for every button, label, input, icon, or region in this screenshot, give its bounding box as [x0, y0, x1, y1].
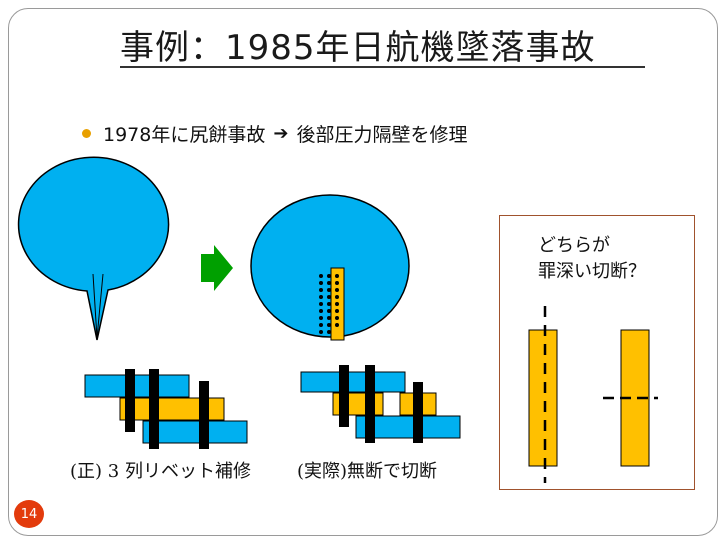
vertical-cut-bar	[528, 329, 558, 467]
upper-plate	[84, 374, 190, 398]
rivet-bar	[125, 369, 135, 432]
crack-line	[96, 273, 104, 339]
rivet	[335, 302, 339, 306]
rivet	[319, 302, 323, 306]
slide-frame	[8, 8, 718, 536]
rivet	[319, 330, 323, 334]
page-number-badge: 14	[14, 500, 44, 528]
rivet-bar	[365, 365, 375, 443]
question-line-1: どちらが	[538, 235, 610, 256]
lower-plate	[355, 415, 461, 439]
actual-splice-diagram	[300, 365, 461, 443]
rivet	[319, 288, 323, 292]
rivet	[335, 309, 339, 313]
green-arrow-icon	[201, 245, 233, 291]
rivet	[335, 323, 339, 327]
rivet	[327, 309, 331, 313]
question-box	[499, 215, 695, 490]
rivet	[327, 330, 331, 334]
rivet-grid	[319, 274, 339, 334]
rivet-bar	[199, 381, 209, 449]
rivet	[335, 288, 339, 292]
caption-actual: (実際)無断で切断	[297, 461, 438, 482]
rivet	[335, 316, 339, 320]
repaired-bulkhead-disk	[250, 194, 410, 338]
rivet	[319, 281, 323, 285]
rivet	[327, 281, 331, 285]
rivet	[327, 274, 331, 278]
damaged-bulkhead-illustration	[17, 156, 170, 341]
rivet-bar	[339, 365, 349, 427]
title-underline	[120, 66, 645, 68]
caption-correct: (正) 3 列リベット補修	[70, 461, 251, 482]
rivet	[319, 309, 323, 313]
rivet	[319, 295, 323, 299]
rivet	[327, 288, 331, 292]
rivet-bar	[149, 369, 159, 449]
repaired-bulkhead-illustration	[250, 194, 410, 341]
rivet	[327, 302, 331, 306]
rivet	[319, 316, 323, 320]
lower-plate	[142, 420, 248, 444]
question-line-2: 罪深い切断？	[538, 261, 646, 282]
bullet-item: 1978年に尻餅事故 ➔ 後部圧力隔壁を修理	[82, 120, 467, 147]
cut-comparison-illustration	[528, 306, 658, 483]
rivet	[335, 274, 339, 278]
rivet	[327, 295, 331, 299]
crack-line	[92, 273, 98, 339]
rivet	[327, 316, 331, 320]
damaged-bulkhead-disk	[17, 156, 170, 341]
rivet	[335, 295, 339, 299]
rivet	[335, 281, 339, 285]
upper-plate	[300, 371, 406, 393]
rivet-bar	[413, 382, 423, 443]
rivet	[319, 323, 323, 327]
correct-splice-diagram	[84, 369, 248, 449]
bullet-dot-icon	[82, 129, 91, 138]
rivet	[327, 323, 331, 327]
right-arrow-icon: ➔	[273, 123, 289, 144]
slide-title: 事例：1985年日航機墜落事故	[120, 28, 596, 68]
bullet-text-after: 後部圧力隔壁を修理	[296, 124, 468, 146]
doubler-plate	[119, 397, 225, 421]
rivet	[319, 274, 323, 278]
bullet-text-before: 1978年に尻餅事故	[103, 124, 266, 146]
question-text: どちらが 罪深い切断？	[538, 233, 646, 285]
